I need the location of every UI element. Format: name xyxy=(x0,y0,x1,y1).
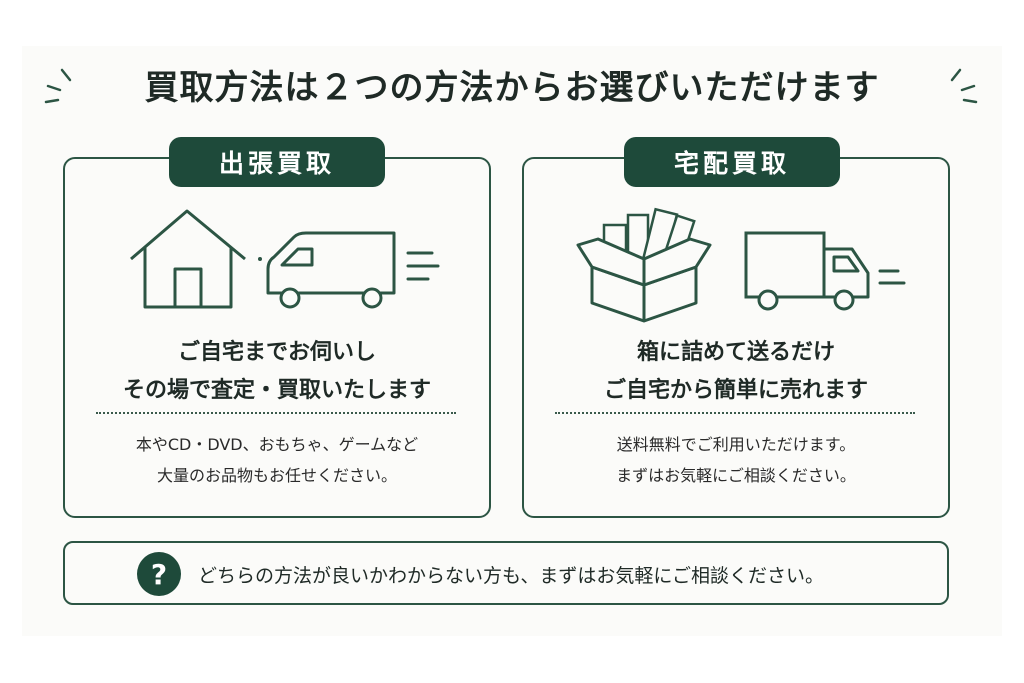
description-line: 本やCD・DVD、おもちゃ、ゲームなど xyxy=(135,435,419,454)
headline-line: その場で査定・買取いたします xyxy=(122,378,431,403)
dotted-divider xyxy=(555,412,915,414)
visit-purchase-label: 出張買取 xyxy=(169,137,385,187)
left-sparkle-icon xyxy=(44,68,72,104)
help-text: どちらの方法が良いかわからない方も、まずはお気軽にご相談ください。 xyxy=(198,565,825,587)
headline-line: 箱に詰めて送るだけ xyxy=(636,340,835,365)
description-line: まずはお気軽にご相談ください。 xyxy=(616,466,856,485)
home-delivery-card xyxy=(522,157,950,518)
question-icon: ? xyxy=(137,552,181,596)
page-title: 買取方法は２つの方法からお選びいただけます xyxy=(144,68,880,108)
dotted-divider xyxy=(96,412,456,414)
description-line: 送料無料でご利用いただけます。 xyxy=(616,435,856,454)
van-icon xyxy=(258,231,440,309)
home-delivery-label: 宅配買取 xyxy=(624,137,840,187)
visit-purchase-card xyxy=(63,157,491,518)
headline-line: ご自宅から簡単に売れます xyxy=(603,378,868,403)
home-delivery-description: 送料無料でご利用いただけます。 まずはお気軽にご相談ください。 xyxy=(522,429,950,491)
headline-line: ご自宅までお伺いし xyxy=(177,340,376,365)
house-icon xyxy=(130,209,246,309)
help-banner xyxy=(63,541,949,605)
home-delivery-headline: 箱に詰めて送るだけ ご自宅から簡単に売れます xyxy=(522,334,950,410)
visit-purchase-headline: ご自宅までお伺いし その場で査定・買取いたします xyxy=(63,334,491,410)
right-sparkle-icon xyxy=(950,68,978,104)
description-line: 大量のお品物もお任せください。 xyxy=(156,466,397,485)
visit-purchase-description: 本やCD・DVD、おもちゃ、ゲームなど 大量のお品物もお任せください。 xyxy=(63,429,491,491)
box-with-books-icon xyxy=(576,207,712,323)
delivery-truck-icon xyxy=(744,231,906,311)
